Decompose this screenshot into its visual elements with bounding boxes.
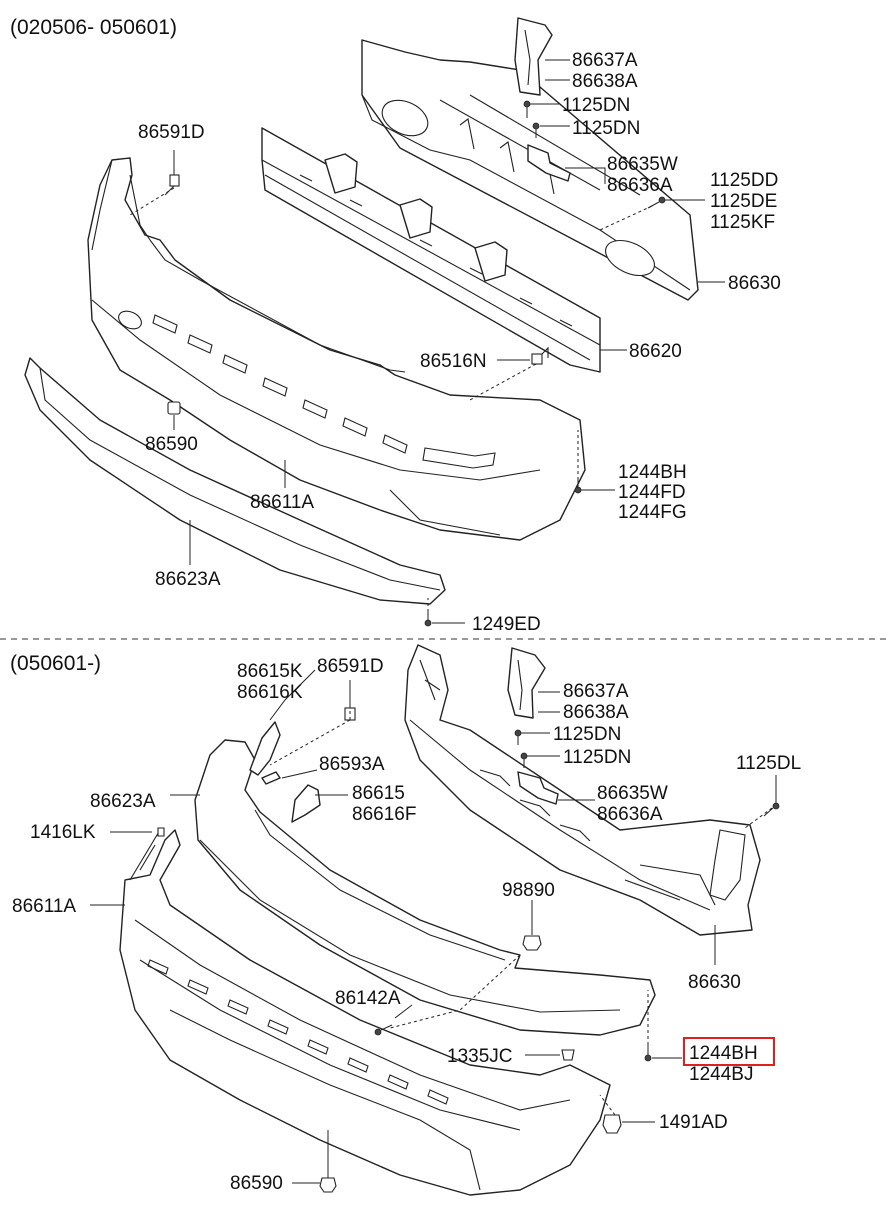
part-skid-plate-86623A-top[interactable]: [24, 357, 446, 605]
label-1244BH-top: 1244BH: [618, 462, 687, 483]
label-86630-bottom: 86630: [688, 972, 741, 993]
label-86637A-bottom: 86637A: [563, 681, 629, 702]
label-86623A-top: 86623A: [155, 569, 221, 590]
part-absorber-86620[interactable]: [261, 127, 601, 373]
label-86611A-bottom: 86611A: [12, 896, 76, 917]
label-86636A-bottom: 86636A: [597, 804, 663, 825]
period-label-top: (020506- 050601): [10, 16, 177, 39]
label-86516N-top: 86516N: [420, 351, 487, 372]
label-86616F: 86616F: [352, 804, 416, 825]
label-1125DN-a-top: 1125DN: [562, 95, 630, 116]
part-upper-cover-86623A-bottom[interactable]: [194, 739, 656, 1036]
part-bumper-cover-86611A-top[interactable]: [87, 157, 586, 541]
part-bracket-86615K[interactable]: [249, 721, 281, 776]
fastener-1416LK[interactable]: [157, 827, 165, 837]
label-86615: 86615: [352, 783, 405, 804]
part-clip-86593A[interactable]: [261, 771, 281, 785]
part-beam-86630-bottom[interactable]: [404, 644, 761, 936]
fastener-1125DN-a-bottom[interactable]: [514, 729, 522, 745]
part-bracket-86635W-bottom[interactable]: [517, 771, 559, 805]
part-bracket-86615[interactable]: [291, 784, 321, 823]
label-1125DL: 1125DL: [736, 753, 801, 774]
fastener-86516N-top[interactable]: [531, 346, 549, 365]
fastener-86590-bottom[interactable]: [319, 1177, 337, 1193]
fastener-1335JC[interactable]: [561, 1049, 575, 1061]
label-1125DN-a-bottom: 1125DN: [553, 724, 621, 745]
label-1416LK: 1416LK: [30, 822, 96, 843]
label-86623A-bottom: 86623A: [90, 791, 156, 812]
part-lower-cover-86611A-bottom[interactable]: [119, 829, 611, 1196]
label-86591D-top: 86591D: [138, 122, 205, 143]
fastener-86142A[interactable]: [374, 1024, 393, 1036]
label-1125DN-b-bottom: 1125DN: [563, 747, 631, 768]
label-86620-top: 86620: [629, 341, 682, 362]
fastener-86590-top[interactable]: [167, 401, 181, 415]
label-86637A-top: 86637A: [572, 50, 638, 71]
label-1244FG-top: 1244FG: [618, 502, 687, 523]
part-bracket-86637A-top[interactable]: [514, 17, 553, 96]
label-86590-bottom: 86590: [230, 1173, 283, 1194]
label-86593A: 86593A: [319, 754, 385, 775]
label-1125DD-top: 1125DD: [710, 170, 778, 191]
fastener-1491AD[interactable]: [602, 1114, 622, 1134]
label-86635W-top: 86635W: [607, 154, 678, 175]
label-86636A-top: 86636A: [607, 175, 673, 196]
fastener-1249ED-top[interactable]: [424, 612, 432, 627]
label-86591D-bottom: 86591D: [317, 656, 384, 677]
highlight-box-1244BH: [683, 1037, 775, 1066]
label-86635W-bottom: 86635W: [597, 783, 668, 804]
label-1249ED-top: 1249ED: [472, 614, 541, 635]
label-86638A-bottom: 86638A: [563, 702, 629, 723]
part-bracket-86635W-top[interactable]: [527, 144, 571, 182]
label-1125DN-b-top: 1125DN: [572, 118, 640, 139]
period-label-bottom: (050601-): [10, 652, 101, 675]
fastener-98890[interactable]: [522, 935, 542, 951]
label-86590-top: 86590: [145, 434, 198, 455]
label-1125KF-top: 1125KF: [710, 212, 775, 233]
label-1335JC: 1335JC: [447, 1046, 513, 1067]
label-1491AD: 1491AD: [659, 1112, 728, 1133]
label-98890: 98890: [502, 880, 555, 901]
fastener-1125DN-b-top[interactable]: [532, 122, 540, 138]
label-86615K: 86615K: [237, 661, 303, 682]
label-1244BJ: 1244BJ: [689, 1064, 753, 1085]
fastener-1125DL-bottom[interactable]: [763, 802, 780, 817]
label-86630-top: 86630: [728, 273, 781, 294]
label-86611A-top: 86611A: [250, 492, 314, 513]
label-86638A-top: 86638A: [572, 71, 638, 92]
part-bracket-86637A-bottom[interactable]: [507, 647, 546, 719]
label-1125DE-top: 1125DE: [710, 191, 777, 212]
label-86616K: 86616K: [237, 682, 303, 703]
label-1244FD-top: 1244FD: [618, 482, 686, 503]
label-1244BH-bottom[interactable]: 1244BH: [689, 1043, 758, 1064]
label-86142A: 86142A: [335, 988, 401, 1009]
fastener-1244BH-bottom[interactable]: [644, 1045, 652, 1062]
